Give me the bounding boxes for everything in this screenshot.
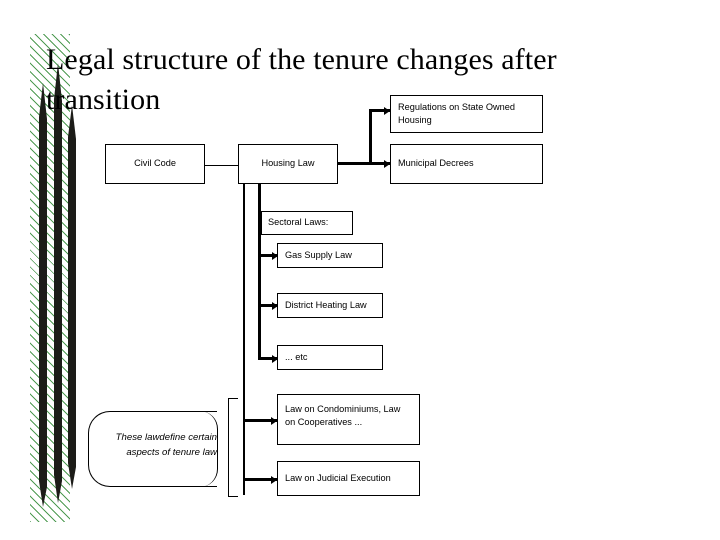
arrowhead-etc bbox=[272, 354, 278, 363]
box-judicial-execution-label: Law on Judicial Execution bbox=[285, 472, 391, 483]
connector-to-regulations bbox=[369, 109, 391, 112]
box-sectoral-laws-label: Sectoral Laws: bbox=[268, 217, 329, 228]
box-housing-law[interactable]: Housing Law bbox=[238, 144, 338, 184]
box-judicial-execution[interactable]: Law on Judicial Execution bbox=[277, 461, 420, 496]
spear-icon bbox=[68, 105, 76, 489]
connector-to-district-heating bbox=[258, 304, 280, 307]
connector-to-condominiums bbox=[243, 419, 279, 423]
annotation-text: These lawdefine certain aspects of tenur… bbox=[97, 430, 217, 461]
spear-shape-right bbox=[66, 105, 78, 489]
arrowhead-gas-supply bbox=[272, 251, 278, 260]
annotation-brace-top-edge bbox=[117, 411, 217, 412]
spear-icon bbox=[39, 83, 47, 507]
arrowhead-municipal bbox=[384, 159, 390, 168]
connector-to-etc bbox=[258, 357, 280, 360]
box-sectoral-laws[interactable]: Sectoral Laws: bbox=[261, 211, 353, 235]
box-civil-code-label: Civil Code bbox=[134, 158, 176, 169]
slide-title: Legal structure of the tenure changes af… bbox=[46, 43, 557, 116]
box-etc-label: ... etc bbox=[285, 351, 308, 362]
box-gas-supply-law-label: Gas Supply Law bbox=[285, 249, 352, 260]
box-district-heating-law[interactable]: District Heating Law bbox=[277, 293, 383, 318]
connector-riser-regulations bbox=[369, 109, 372, 165]
spear-shape-middle bbox=[52, 63, 64, 503]
annotation-brace-bottom-edge bbox=[117, 486, 217, 487]
box-regulations-state[interactable]: Regulations on State Owned Housing bbox=[390, 95, 543, 133]
connector-trunk-sectoral bbox=[258, 184, 261, 360]
green-hatch-band bbox=[30, 34, 70, 522]
box-housing-law-label: Housing Law bbox=[261, 158, 315, 169]
box-district-heating-law-label: District Heating Law bbox=[285, 299, 367, 310]
box-municipal-decrees-label: Municipal Decrees bbox=[398, 158, 474, 169]
box-condominiums-label: Law on Condominiums, Law on Cooperatives… bbox=[285, 404, 401, 428]
box-municipal-decrees[interactable]: Municipal Decrees bbox=[390, 144, 543, 184]
arrowhead-judicial-execution bbox=[271, 475, 277, 484]
link-civilcode-housinglaw bbox=[205, 165, 238, 167]
box-condominiums[interactable]: Law on Condominiums, Law on Cooperatives… bbox=[277, 394, 420, 445]
arrowhead-regulations bbox=[384, 106, 390, 115]
arrowhead-condominiums bbox=[271, 416, 277, 425]
connector-trunk-outer bbox=[243, 184, 245, 495]
box-regulations-state-label: Regulations on State Owned Housing bbox=[398, 102, 515, 126]
box-gas-supply-law[interactable]: Gas Supply Law bbox=[277, 243, 383, 268]
box-etc[interactable]: ... etc bbox=[277, 345, 383, 370]
spear-shape-left bbox=[37, 83, 49, 507]
arrowhead-district-heating bbox=[272, 301, 278, 310]
connector-to-judicial-execution bbox=[243, 478, 279, 482]
box-civil-code[interactable]: Civil Code bbox=[105, 144, 205, 184]
group-bracket bbox=[228, 398, 238, 497]
annotation-text-label: These lawdefine certain aspects of tenur… bbox=[115, 432, 217, 459]
connector-to-municipal bbox=[369, 162, 391, 165]
connector-to-gas-supply bbox=[258, 254, 280, 257]
spear-icon bbox=[54, 63, 62, 503]
annotation-brace-right-cap bbox=[200, 411, 218, 487]
